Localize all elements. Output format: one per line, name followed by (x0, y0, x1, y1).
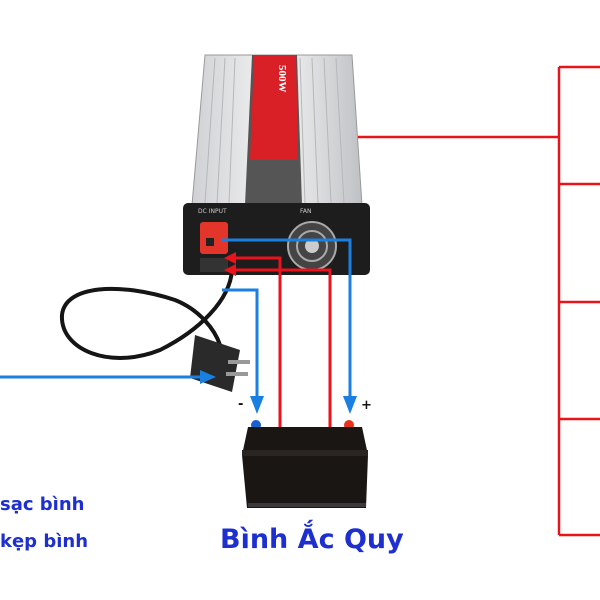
power-cord (59, 269, 234, 360)
blue-wire-negative (222, 288, 259, 398)
inverter: 500W DC INPUT FAN (183, 54, 370, 275)
inverter-red-label (250, 55, 298, 160)
red-wire-positive (230, 268, 332, 428)
blue-wire-positive (222, 238, 352, 398)
dc-input-label: DC INPUT (198, 208, 227, 215)
clamp-battery-label: kẹp bình (0, 531, 89, 552)
ac-output-wiring (358, 65, 600, 537)
charge-battery-label: sạc bình (0, 494, 85, 515)
red-wire-negative (230, 256, 282, 428)
power-label: 500W (276, 65, 288, 93)
plug-icon (190, 335, 250, 392)
arrow-down-icon (250, 396, 264, 414)
positive-sign: + (361, 398, 372, 413)
negative-sign: - (238, 397, 244, 412)
dc-wiring (0, 238, 357, 428)
arrow-down-icon (343, 396, 357, 414)
fan-label: FAN (300, 208, 312, 215)
battery-title: Bình Ắc Quy (220, 524, 404, 555)
battery (242, 420, 368, 508)
